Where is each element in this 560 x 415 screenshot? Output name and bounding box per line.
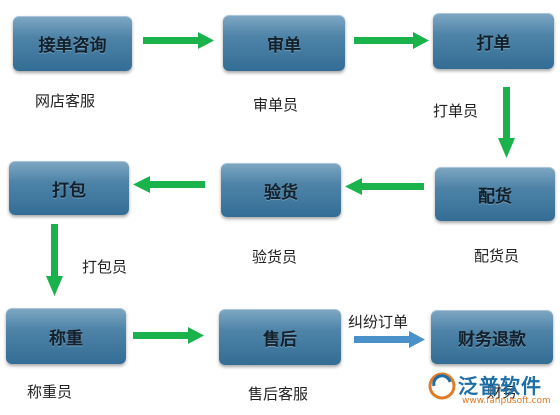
role-print-order: 打单员 [433, 102, 479, 120]
role-refund: 财务 [487, 383, 518, 401]
node-weigh: 称重 [6, 308, 126, 364]
node-allocate: 配货 [435, 167, 555, 221]
edge-label-dispute: 纠纷订单 [348, 313, 409, 331]
node-inspect: 验货 [221, 163, 341, 217]
node-review: 审单 [223, 15, 345, 71]
arrow-inspect-to-pack [133, 176, 205, 193]
brand-logo-url: www.fanpusoft.com [462, 396, 551, 406]
brand-logo: 泛普软件 www.fanpusoft.com [428, 368, 556, 414]
brand-logo-name: 泛普软件 [458, 374, 542, 398]
node-refund: 财务退款 [431, 310, 553, 364]
arrow-after-sales-to-refund [354, 331, 425, 348]
brand-logo-icon [428, 372, 456, 400]
role-consult: 网店客服 [35, 92, 96, 110]
arrow-weigh-to-after-sales [133, 327, 204, 344]
arrow-pack-to-weigh [46, 224, 63, 296]
role-weigh: 称重员 [27, 383, 73, 401]
role-review: 审单员 [253, 96, 299, 114]
arrow-review-to-print [354, 32, 429, 49]
node-pack: 打包 [9, 161, 129, 215]
node-after-sales: 售后 [219, 309, 341, 365]
arrow-consult-to-review [143, 32, 214, 49]
role-inspect: 验货员 [252, 248, 298, 266]
role-allocate: 配货员 [474, 247, 520, 265]
role-after-sales: 售后客服 [248, 385, 309, 403]
node-print-order: 打单 [433, 13, 554, 69]
role-pack: 打包员 [82, 258, 128, 276]
arrow-allocate-to-inspect [345, 178, 424, 195]
arrow-print-to-allocate [498, 87, 515, 158]
node-consult: 接单咨询 [13, 16, 132, 71]
